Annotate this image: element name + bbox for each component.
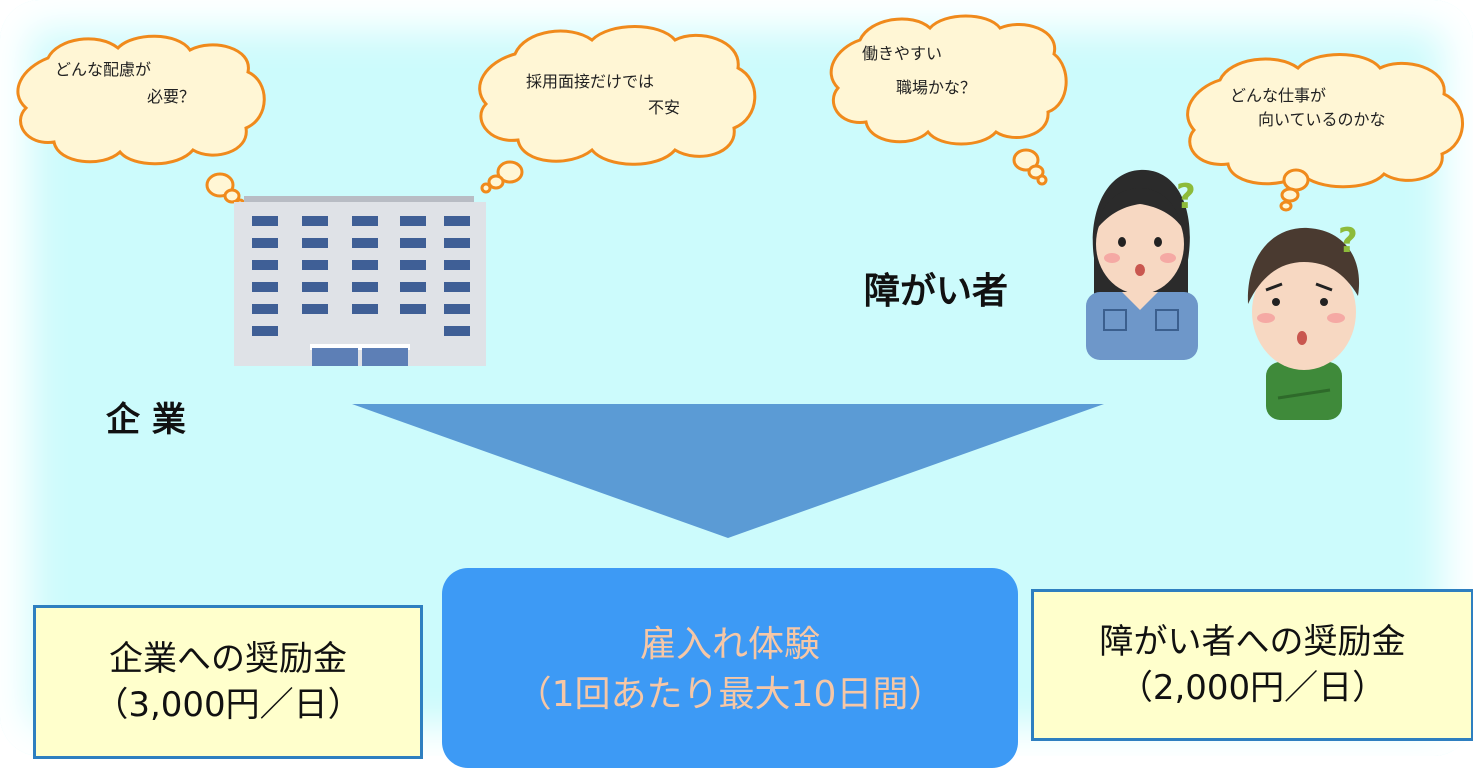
cloud-shape-icon bbox=[829, 14, 1068, 186]
person-incentive-box: 障がい者への奨励金 （2,000円／日） bbox=[1031, 589, 1473, 741]
bubble-line-1: 採用面接だけでは bbox=[526, 72, 655, 91]
question-mark-icon: ? bbox=[1176, 177, 1196, 217]
woman-worker-icon: ? bbox=[1086, 169, 1198, 360]
center-subtitle: （1回あたり最大10日間） bbox=[515, 674, 945, 715]
employment-experience-box: 雇入れ体験 （1回あたり最大10日間） bbox=[442, 568, 1018, 768]
cloud-shape-icon bbox=[16, 34, 266, 210]
down-arrow-triangle bbox=[352, 404, 1104, 538]
person-incentive-amount: （2,000円／日） bbox=[1118, 668, 1387, 708]
disabled-person-label: 障がい者 bbox=[864, 271, 1009, 312]
bubble-line-2: 不安 bbox=[648, 98, 681, 117]
question-mark-icon: ? bbox=[1338, 221, 1358, 261]
bubble-line-2: 必要？ bbox=[147, 87, 196, 106]
bubble-line-1: 働きやすい bbox=[862, 44, 943, 63]
company-incentive-amount: （3,000円／日） bbox=[94, 685, 362, 725]
center-title: 雇入れ体験 bbox=[639, 624, 820, 665]
thought-bubble-company-1: どんな配慮が 必要？ bbox=[8, 30, 270, 210]
cloud-shape-icon bbox=[1186, 53, 1464, 212]
company-incentive-title: 企業への奨励金 bbox=[109, 639, 347, 679]
person-incentive-title: 障がい者への奨励金 bbox=[1099, 622, 1406, 662]
bubble-line-2: 向いているのかな bbox=[1258, 110, 1386, 129]
office-building-icon bbox=[234, 196, 486, 366]
thought-bubble-person-1: 働きやすい 職場かな？ bbox=[826, 12, 1070, 186]
thought-bubble-company-2: 採用面接だけでは 不安 bbox=[470, 22, 762, 194]
bubble-line-1: どんな仕事が bbox=[1230, 86, 1327, 105]
bubble-line-1: どんな配慮が bbox=[55, 60, 152, 79]
bubble-line-2: 職場かな？ bbox=[896, 78, 977, 97]
cloud-shape-icon bbox=[478, 25, 757, 194]
company-incentive-box: 企業への奨励金 （3,000円／日） bbox=[33, 605, 423, 759]
thought-bubble-person-2: どんな仕事が 向いているのかな bbox=[1180, 50, 1470, 212]
company-label: 企 業 bbox=[106, 400, 186, 440]
man-worker-icon: ? bbox=[1247, 221, 1360, 420]
